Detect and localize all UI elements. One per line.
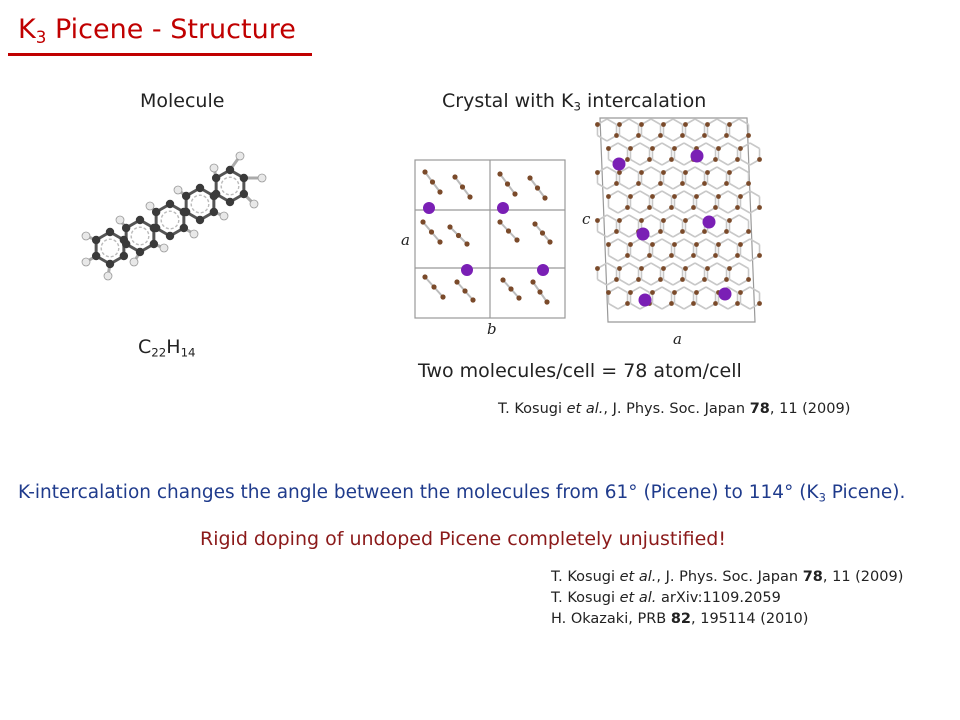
reference-item: H. Okazaki, PRB 82, 195114 (2010)	[551, 611, 809, 627]
picene-molecule-image	[81, 151, 267, 281]
reference-item: T. Kosugi et al., J. Phys. Soc. Japan 78…	[551, 569, 904, 585]
slide-title: K3 Picene - Structure	[18, 14, 296, 48]
molecule-formula: C22H14	[138, 336, 196, 360]
title-underline	[8, 53, 312, 56]
intercalation-statement: K-intercalation changes the angle betwee…	[18, 482, 906, 505]
crystal-caption: Two molecules/cell = 78 atom/cell	[418, 360, 742, 382]
reference-item: T. Kosugi et al. arXiv:1109.2059	[551, 590, 781, 606]
conclusion-statement: Rigid doping of undoped Picene completel…	[200, 528, 726, 550]
molecule-header: Molecule	[140, 90, 225, 112]
crystal-header: Crystal with K3 intercalation	[442, 90, 707, 114]
citation-top: T. Kosugi et al., J. Phys. Soc. Japan 78…	[498, 401, 851, 417]
reference-list: T. Kosugi et al., J. Phys. Soc. Japan 78…	[551, 567, 903, 630]
axis-a-right-label: a	[673, 330, 682, 348]
axis-c-label: c	[582, 210, 591, 228]
crystal-structure-image: a b c a	[401, 117, 762, 348]
crystal-panel-right	[595, 117, 762, 323]
crystal-panel-left	[414, 159, 566, 319]
axis-b-label: b	[487, 320, 497, 338]
axis-a-left-label: a	[401, 231, 410, 249]
